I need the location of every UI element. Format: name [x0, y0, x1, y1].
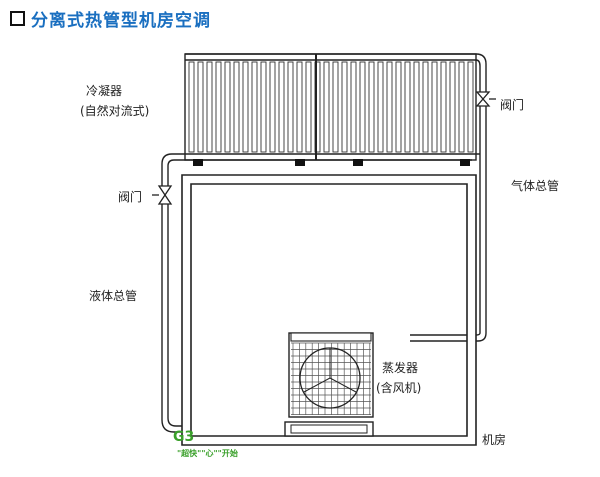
page-title: 分离式热管型机房空调	[31, 11, 211, 31]
gas-pipe	[410, 53, 487, 342]
condenser-tube	[395, 61, 402, 153]
condenser-tube	[242, 61, 249, 153]
evaporator-type-label: (含风机)	[376, 380, 421, 395]
condenser-tube	[224, 61, 231, 153]
machine-room-wall	[181, 174, 477, 446]
watermark-mark: G3	[173, 429, 194, 445]
condenser-tube	[431, 61, 438, 153]
condenser-tube	[449, 61, 456, 153]
evaporator	[284, 332, 374, 437]
mount-block	[460, 159, 470, 166]
condenser-tube	[269, 61, 276, 153]
valve-left	[152, 185, 173, 205]
condenser-tube	[296, 61, 303, 153]
condenser-tube	[341, 61, 348, 153]
condenser-tube	[206, 61, 213, 153]
valve-right	[475, 91, 496, 107]
fan-blade	[303, 348, 357, 393]
condenser-tube	[323, 61, 330, 153]
condenser-tube	[368, 61, 375, 153]
square-bullet-icon	[10, 11, 25, 26]
condenser-tube	[287, 61, 294, 153]
evaporator-label: 蒸发器	[382, 360, 418, 375]
title-bar: 分离式热管型机房空调	[10, 6, 211, 31]
condenser-tube	[359, 61, 366, 153]
valve-right-label: 阀门	[500, 97, 524, 112]
condenser-tube	[332, 61, 339, 153]
condenser-tube	[197, 61, 204, 153]
condenser-tube	[305, 61, 312, 153]
condenser-tube	[350, 61, 357, 153]
watermark-slogan: "超快""心""开始	[177, 448, 238, 458]
condenser-type-label: (自然对流式)	[80, 103, 149, 118]
condenser-tube	[404, 61, 411, 153]
gas-pipe-label: 气体总管	[511, 178, 559, 193]
condenser-tube	[188, 61, 195, 153]
condenser-tube	[215, 61, 222, 153]
condenser-label: 冷凝器	[86, 83, 122, 98]
mount-block	[353, 159, 363, 166]
condenser-tube	[377, 61, 384, 153]
valve-left-label: 阀门	[118, 189, 142, 204]
condenser-tube	[233, 61, 240, 153]
mount-block	[295, 159, 305, 166]
liquid-pipe-label: 液体总管	[89, 288, 137, 303]
condenser-tube	[467, 61, 474, 153]
condenser-tube	[458, 61, 465, 153]
condenser	[184, 53, 480, 166]
condenser-tube	[440, 61, 447, 153]
condenser-tube	[422, 61, 429, 153]
condenser-tube	[413, 61, 420, 153]
mount-block	[193, 159, 203, 166]
condenser-tube	[278, 61, 285, 153]
condenser-tube	[251, 61, 258, 153]
condenser-tube	[386, 61, 393, 153]
condenser-tube	[260, 61, 267, 153]
condenser-tubes	[188, 61, 474, 153]
liquid-pipe	[161, 153, 185, 433]
machine-room-label: 机房	[482, 432, 506, 447]
evaporator-coil-grid	[291, 342, 371, 415]
